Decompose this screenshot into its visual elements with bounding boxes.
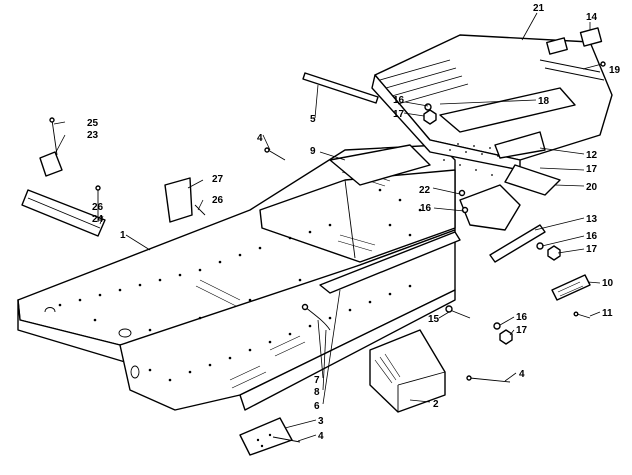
callout-25: 25 — [87, 118, 99, 129]
callout-17: 17 — [393, 109, 405, 120]
callout-16: 16 — [393, 95, 405, 106]
callout-16: 16 — [516, 312, 528, 323]
callout-4: 4 — [519, 369, 525, 380]
callout-20: 20 — [586, 182, 598, 193]
callout-23: 23 — [87, 130, 99, 141]
small-parts — [21, 27, 606, 456]
callout-21: 21 — [533, 3, 545, 14]
callout-1: 1 — [120, 230, 126, 241]
callout-4: 4 — [318, 431, 324, 442]
callout-26: 26 — [212, 195, 224, 206]
callout-15: 15 — [428, 314, 440, 325]
callout-17: 17 — [586, 164, 598, 175]
callout-24: 24 — [92, 214, 104, 225]
callout-7: 7 — [314, 375, 320, 386]
callout-14: 14 — [586, 12, 598, 23]
callout-16: 16 — [586, 231, 598, 242]
callout-3: 3 — [318, 416, 324, 427]
seat-pan — [371, 34, 613, 196]
callout-9: 9 — [310, 146, 316, 157]
callout-2: 2 — [433, 399, 439, 410]
callout-6: 6 — [314, 401, 320, 412]
callout-12: 12 — [586, 150, 598, 161]
leader-lines — [53, 12, 601, 442]
callout-17: 17 — [586, 244, 598, 255]
callout-17: 17 — [516, 325, 528, 336]
callout-4: 4 — [257, 133, 263, 144]
callout-18: 18 — [538, 96, 550, 107]
callout-27: 27 — [212, 174, 224, 185]
callout-11: 11 — [602, 308, 613, 319]
callout-13: 13 — [586, 214, 598, 225]
callout-19: 19 — [609, 65, 621, 76]
callout-26: 26 — [92, 202, 104, 213]
callout-22: 22 — [419, 185, 431, 196]
callouts: 21 14 19 5 16 18 17 25 23 4 9 12 17 20 2… — [87, 3, 621, 442]
callout-10: 10 — [602, 278, 614, 289]
callout-16: 16 — [420, 203, 432, 214]
callout-5: 5 — [310, 114, 316, 125]
callout-8: 8 — [314, 387, 320, 398]
tunnel-assembly — [17, 144, 461, 411]
